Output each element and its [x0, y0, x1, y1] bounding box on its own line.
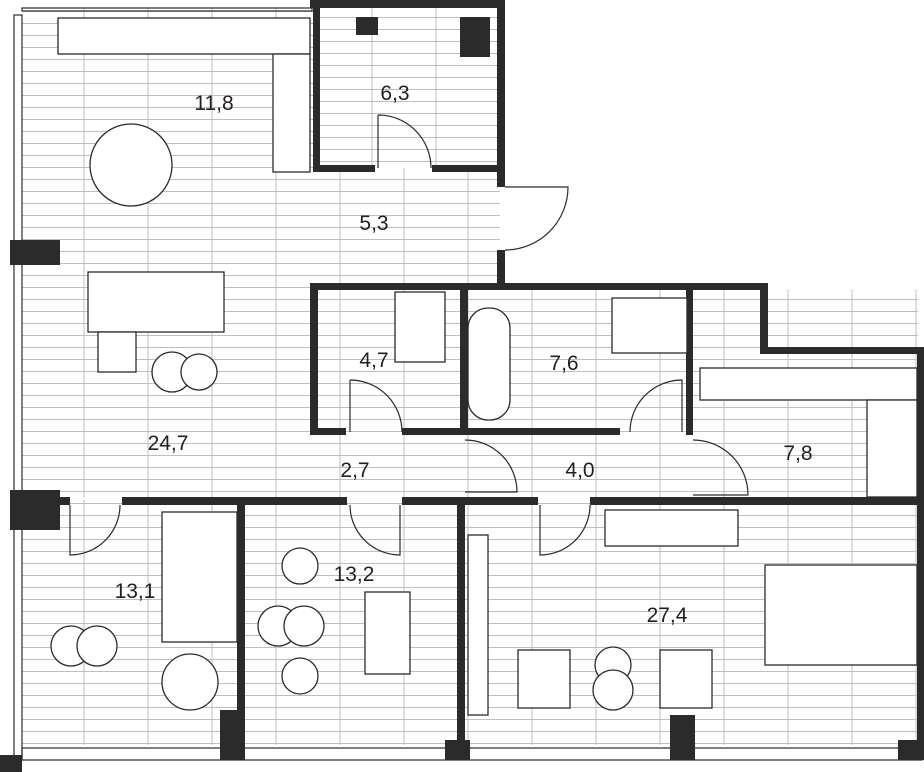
- bathtub: [467, 307, 511, 421]
- single-bed: [161, 511, 238, 643]
- room-area-labels: 11,8 6,3 5,3 24,7 4,7 7,6 7,8 2,7 4,0 13…: [115, 82, 813, 627]
- wardrobe-rail: [699, 367, 918, 401]
- room-area-corridor-left: 2,7: [340, 459, 369, 482]
- wardrobe-bedroom: [604, 509, 739, 547]
- room-area-hall: 5,3: [359, 212, 388, 235]
- furniture: [50, 17, 918, 716]
- room-area-wardrobe-top: 6,3: [380, 82, 409, 105]
- shower: [611, 297, 688, 354]
- dining-table: [89, 123, 173, 207]
- room-area-dressing: 7,8: [783, 442, 812, 465]
- room-area-kitchen: 11,8: [194, 92, 233, 115]
- shower-wc: [394, 291, 446, 363]
- tv-stand: [467, 534, 489, 716]
- room-area-living: 24,7: [148, 432, 189, 455]
- room-area-master-bedroom: 27,4: [647, 604, 688, 627]
- room-area-bedroom-left: 13,1: [115, 580, 156, 603]
- double-bed: [764, 564, 918, 666]
- room-area-wc: 4,7: [359, 349, 388, 372]
- doors: [69, 114, 749, 556]
- kitchen-counter: [57, 17, 311, 55]
- desk: [364, 591, 411, 675]
- kitchen-counter-side: [272, 53, 311, 173]
- room-area-bathroom: 7,6: [549, 352, 578, 375]
- sofa: [87, 271, 225, 333]
- room-area-study: 13,2: [334, 563, 375, 586]
- room-area-corridor-right: 4,0: [565, 459, 594, 482]
